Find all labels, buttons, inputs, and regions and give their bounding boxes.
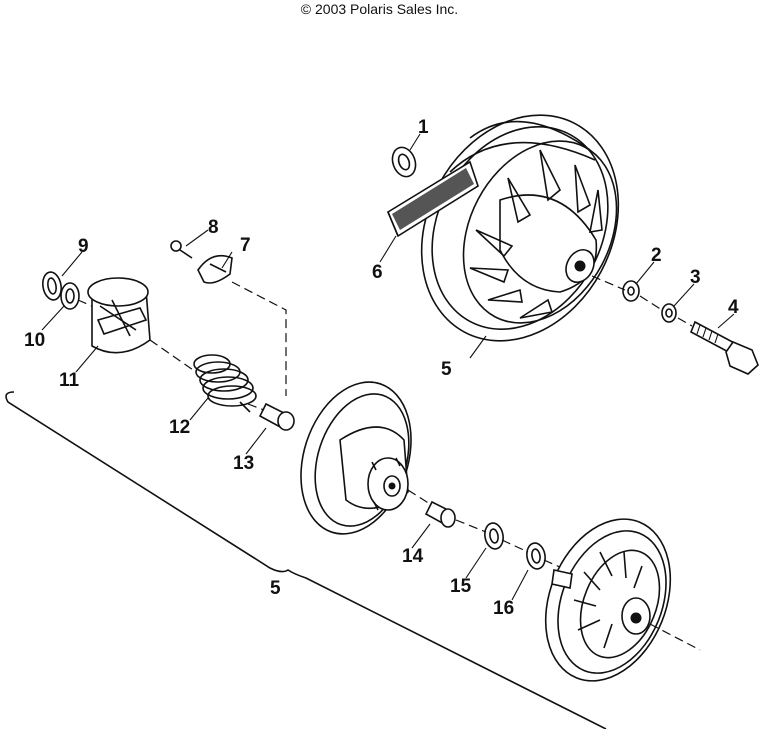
callout-14: 14 <box>402 546 424 567</box>
callout-9: 9 <box>78 236 89 257</box>
callout-15: 15 <box>450 576 472 597</box>
spider-11 <box>87 277 151 354</box>
washer-1 <box>391 146 417 178</box>
callout-16: 16 <box>493 598 514 619</box>
callout-7: 7 <box>240 235 251 256</box>
callout-3: 3 <box>690 267 701 288</box>
callout-1: 1 <box>418 117 429 138</box>
pin-8 <box>170 240 193 259</box>
washer-16 <box>526 542 546 570</box>
drive-sheave <box>386 114 620 342</box>
callout-13: 13 <box>233 453 254 474</box>
washer-15 <box>484 522 504 550</box>
callout-12: 12 <box>169 417 190 438</box>
callout-2: 2 <box>651 245 662 266</box>
callout-5-assembly: 5 <box>270 578 281 599</box>
bolt-4 <box>689 320 759 375</box>
callout-5-drive-clutch: 5 <box>441 359 452 380</box>
callout-8: 8 <box>208 217 219 238</box>
washer-2 <box>622 280 640 302</box>
bushing-14 <box>424 500 456 528</box>
callout-4: 4 <box>728 297 739 318</box>
washer-10 <box>60 282 80 310</box>
roller-7 <box>197 254 233 284</box>
driven-sheave <box>300 381 412 535</box>
assembly-bracket <box>5 391 607 730</box>
callout-10: 10 <box>24 330 45 351</box>
snap-ring-9 <box>42 271 62 301</box>
callout-11: 11 <box>59 370 80 391</box>
movable-sheave <box>544 518 672 682</box>
callout-6: 6 <box>372 262 383 283</box>
lock-washer-3 <box>661 303 677 323</box>
leader-lines <box>41 133 735 601</box>
bushing-13 <box>258 402 295 431</box>
copyright-notice: © 2003 Polaris Sales Inc. <box>300 1 459 17</box>
